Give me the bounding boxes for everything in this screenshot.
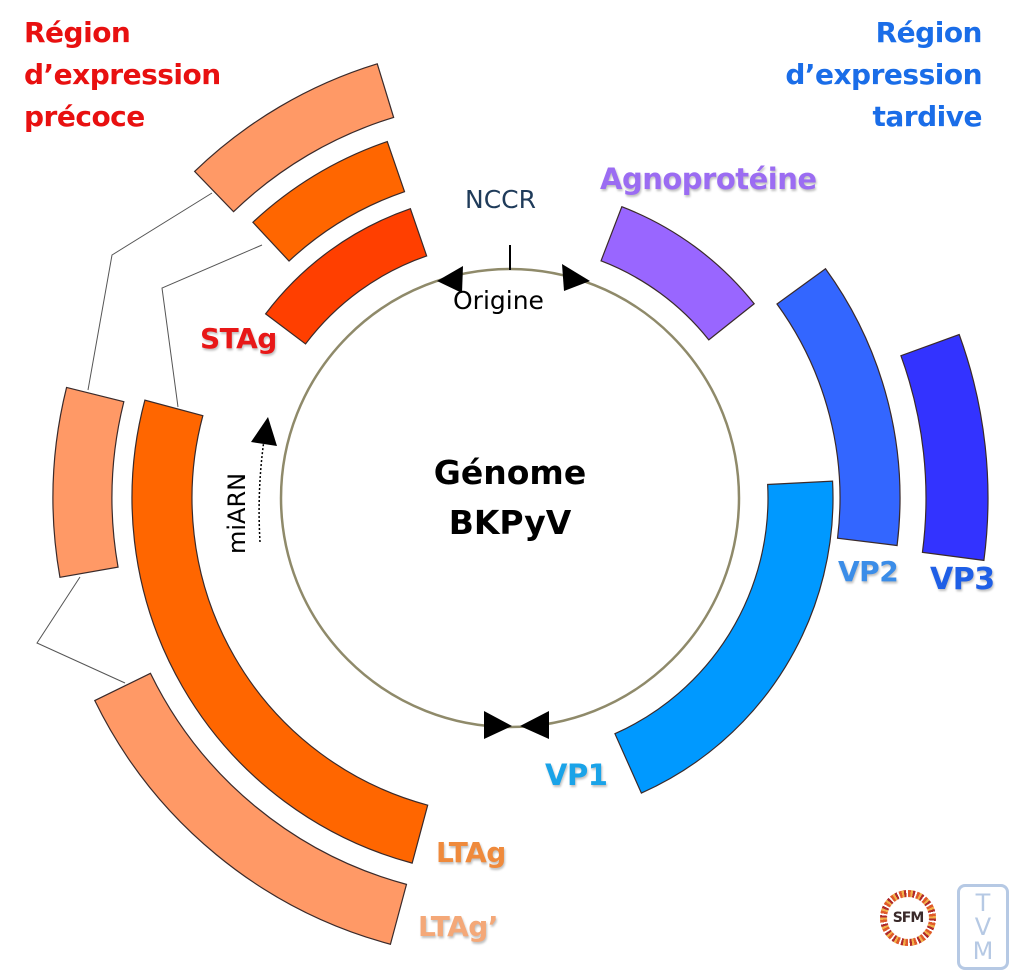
sfm-logo-text: SFM (892, 910, 925, 926)
late-region-title-line: d’expression (785, 58, 982, 91)
origin-label: Origine (453, 286, 544, 315)
tvm-logo-letter: T (975, 889, 991, 917)
agnoprotein-arc (600, 205, 756, 341)
mirna-arrowhead-icon (251, 417, 277, 446)
nccr-label: NCCR (465, 185, 536, 214)
genome-title-line: BKPyV (448, 503, 572, 542)
gene-arcs (52, 63, 989, 945)
genome-title: Génome BKPyV (380, 448, 640, 548)
late-region-title: Région d’expression tardive (785, 12, 982, 138)
termination-arrow-right-icon (520, 711, 549, 739)
mirna-dotted-arrow (258, 439, 265, 543)
early-region-title-line: Région (24, 16, 131, 49)
splice-connectors (36, 192, 263, 684)
early-region-title-line: d’expression (24, 58, 221, 91)
late-region-title-line: Région (875, 16, 983, 49)
ltag-prime-splice-line-1 (87, 192, 213, 391)
stag-arc (264, 207, 428, 345)
vp3-label: VP3 (930, 562, 995, 597)
tvm-logo-letter: M (972, 937, 994, 965)
stag-label: STAg (200, 322, 277, 355)
late-region-title-line: tardive (872, 100, 983, 133)
vp2-label: VP2 (838, 555, 899, 588)
ltag-prime-label: LTAg’ (418, 910, 498, 943)
tvm-logo: T V M (957, 884, 1009, 970)
vp1-label: VP1 (545, 758, 608, 792)
genome-title-line: Génome (433, 453, 587, 492)
vp1-arc (614, 480, 834, 794)
sfm-logo: SFM (880, 890, 936, 946)
ltag-splice-line (161, 244, 263, 408)
termination-arrow-left-icon (484, 711, 512, 739)
early-region-title-line: précoce (24, 100, 145, 133)
ltag-prime-exon2-arc (52, 386, 125, 579)
vp3-arc (900, 333, 989, 562)
agnoprotein-label: Agnoprotéine (600, 162, 817, 196)
ltag-label: LTAg (436, 836, 506, 869)
vp2-arc (776, 267, 901, 547)
mirna-label: miARN (223, 472, 251, 554)
origin-arrow-right-icon (562, 264, 590, 291)
early-region-title: Région d’expression précoce (24, 12, 221, 138)
ltag-prime-exon1-arc (193, 63, 395, 213)
ltag-exon1-arc (252, 140, 406, 262)
ltag-prime-exon3-arc (93, 672, 408, 945)
tvm-logo-letter: V (974, 913, 992, 941)
ltag-prime-splice-line-2 (36, 576, 126, 684)
origin-arrow-left-icon (437, 266, 463, 293)
ltag-exon2-arc (131, 399, 429, 864)
